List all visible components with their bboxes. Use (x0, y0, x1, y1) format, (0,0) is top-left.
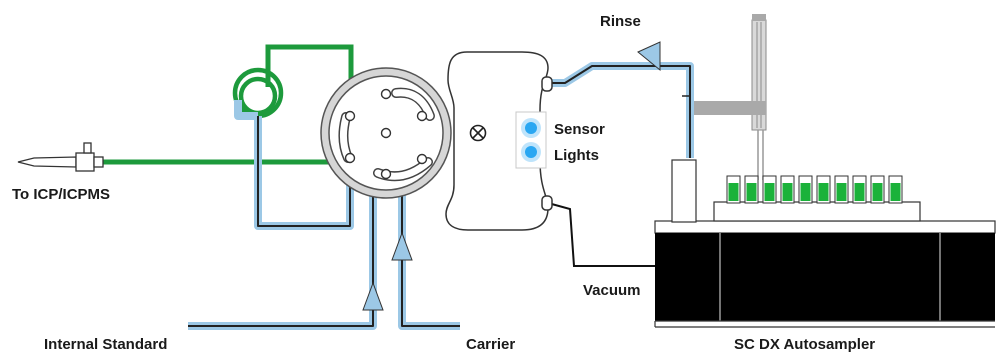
vial-liquid (818, 183, 829, 201)
rinse-station (671, 159, 697, 223)
rinse-arrow (637, 41, 661, 72)
circled-x-icon (469, 124, 487, 142)
autosampler-body (655, 233, 995, 321)
vial-liquid (746, 183, 757, 201)
to-icp-label: To ICP/ICPMS (12, 186, 110, 203)
switching-valve (320, 67, 452, 199)
vacuum-line (547, 202, 655, 267)
vial-liquid (854, 183, 865, 201)
probe-arm (686, 101, 766, 115)
vial-liquid (836, 183, 847, 201)
internal-standard-label: Internal Standard (44, 336, 167, 353)
sensor-light-top (521, 118, 541, 138)
autosampler-label: SC DX Autosampler (734, 336, 875, 353)
vacuum-label: Vacuum (583, 282, 641, 299)
pump-body (445, 51, 549, 231)
vial-liquid (890, 183, 901, 201)
internal-standard-arrow (362, 281, 384, 311)
carrier-label: Carrier (466, 336, 515, 353)
sample-vials (726, 175, 903, 204)
vacuum-port (541, 195, 553, 211)
autosampler (654, 14, 996, 328)
sensor-light-panel (515, 111, 547, 169)
autosampler-top-plate (654, 220, 996, 234)
nebulizer-fitting (17, 142, 104, 172)
vial-liquid (782, 183, 793, 201)
vial-liquid (800, 183, 811, 201)
vial-liquid (764, 183, 775, 201)
sensor-light-bottom (521, 142, 541, 162)
sensor-label-line1: Sensor (554, 121, 605, 138)
sample-line (103, 44, 354, 165)
carrier-arrow (391, 231, 413, 261)
sensor-label-line2: Lights (554, 147, 599, 164)
vial-liquid (728, 183, 739, 201)
rinse-port (541, 76, 553, 92)
rinse-label: Rinse (600, 13, 641, 30)
vial-liquid (872, 183, 883, 201)
sample-rack (713, 201, 921, 222)
